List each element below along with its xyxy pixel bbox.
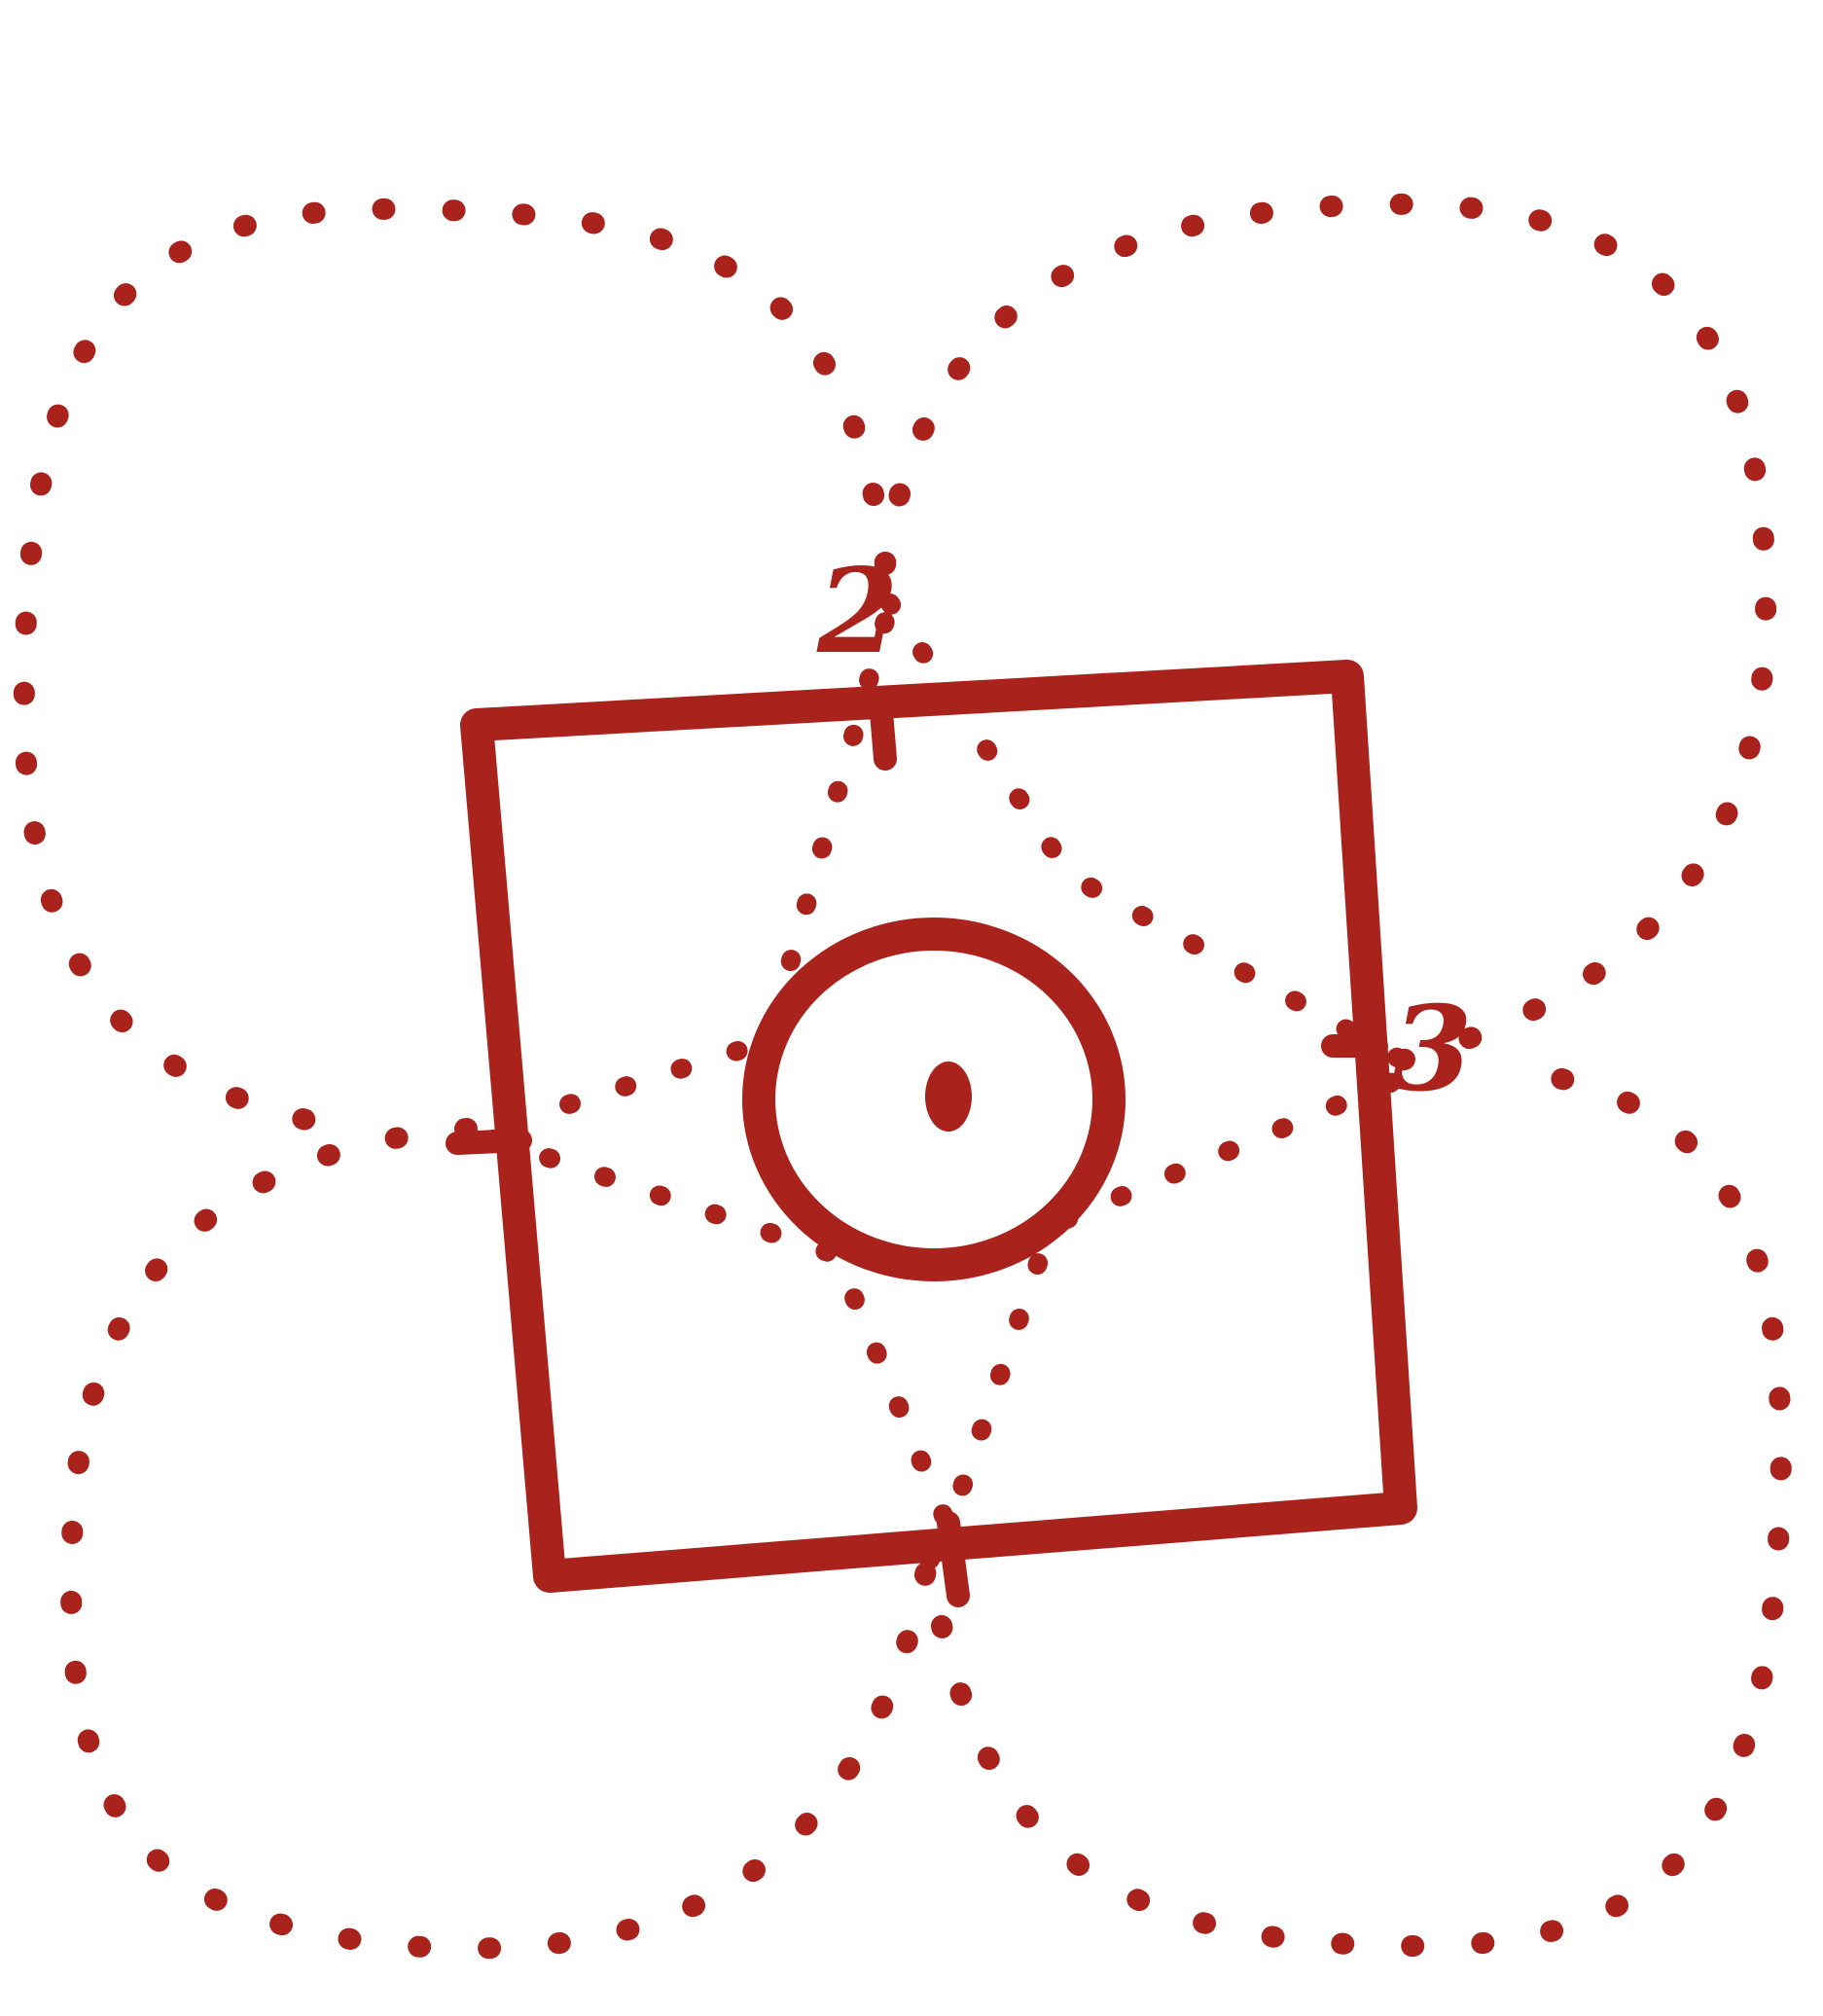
label-right: 3 [1391,981,1473,1118]
dotted-petal-bottom-left [60,1118,940,1960]
center-dot [925,1062,972,1132]
circle [742,918,1126,1281]
dotted-petal-top-left [13,198,896,1139]
tick-mark [446,1129,532,1155]
dotted-diamond [467,594,1430,1537]
label-top: 2 [816,543,899,680]
dotted-petal-bottom-right [918,1060,1792,1957]
square [460,660,1417,1593]
tick-mark [937,1511,970,1607]
tick-mark [869,689,897,771]
